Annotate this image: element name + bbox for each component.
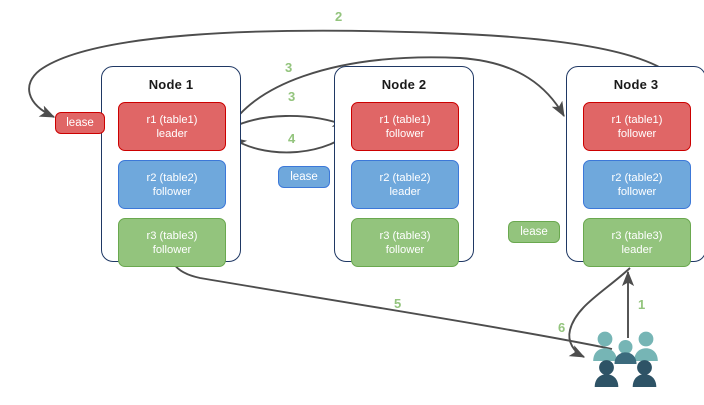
replica-node1-r3[interactable]: r3 (table3) follower	[118, 218, 226, 267]
replica-node2-r2[interactable]: r2 (table2) leader	[351, 160, 459, 209]
replica-label-line1: r2 (table2)	[379, 171, 431, 184]
edge-2-path	[28, 29, 691, 118]
edge-3-to-node2-path	[226, 115, 349, 131]
lease-badge-blue[interactable]: lease	[278, 166, 330, 188]
replica-label-line2: leader	[389, 185, 421, 198]
step-label-6: 6	[558, 320, 566, 335]
node-container-3: Node 3 r1 (table1) follower r2 (table2) …	[566, 66, 704, 267]
node-container-1: Node 1 r1 (table1) leader r2 (table2) fo…	[101, 66, 241, 267]
step-label-1: 1	[638, 297, 646, 312]
lease-badge-red[interactable]: lease	[55, 112, 105, 134]
replica-label-line1: r1 (table1)	[611, 113, 663, 126]
replica-label-line1: r2 (table2)	[146, 171, 198, 184]
edge-3-to-node3-path	[227, 56, 565, 132]
replica-node3-r1[interactable]: r1 (table1) follower	[583, 102, 691, 151]
users-icon	[593, 331, 658, 387]
edge-6-path	[568, 267, 631, 358]
replica-node3-r3[interactable]: r3 (table3) leader	[583, 218, 691, 267]
replica-node2-r1[interactable]: r1 (table1) follower	[351, 102, 459, 151]
replica-label-line1: r2 (table2)	[611, 171, 663, 184]
replica-label-line1: r1 (table1)	[146, 113, 198, 126]
replica-label-line1: r1 (table1)	[379, 113, 431, 126]
step-label-4: 4	[288, 131, 296, 146]
replica-label-line1: r3 (table3)	[146, 229, 198, 242]
replica-label-line2: follower	[385, 243, 425, 256]
node-title-3: Node 3	[613, 77, 659, 92]
step-label-2: 2	[335, 9, 343, 24]
step-label-3-upper: 3	[285, 60, 293, 75]
replica-label-line1: r3 (table3)	[611, 229, 663, 242]
replica-node1-r2[interactable]: r2 (table2) follower	[118, 160, 226, 209]
step-label-3-lower: 3	[288, 89, 296, 104]
replica-label-line2: follower	[152, 185, 192, 198]
replica-label-line2: leader	[621, 243, 653, 256]
edge-5-path	[173, 263, 613, 350]
replica-label-line2: leader	[156, 127, 188, 140]
node-title-2: Node 2	[381, 77, 427, 92]
replica-label-line2: follower	[617, 127, 657, 140]
replica-node2-r3[interactable]: r3 (table3) follower	[351, 218, 459, 267]
replica-label-line2: follower	[617, 185, 657, 198]
replica-label-line2: follower	[385, 127, 425, 140]
lease-badge-green[interactable]: lease	[508, 221, 560, 243]
node-container-2: Node 2 r1 (table1) follower r2 (table2) …	[334, 66, 474, 267]
replica-node3-r2[interactable]: r2 (table2) follower	[583, 160, 691, 209]
step-label-5: 5	[394, 296, 402, 311]
replica-label-line1: r3 (table3)	[379, 229, 431, 242]
replica-node1-r1[interactable]: r1 (table1) leader	[118, 102, 226, 151]
node-title-1: Node 1	[148, 77, 194, 92]
replica-label-line2: follower	[152, 243, 192, 256]
